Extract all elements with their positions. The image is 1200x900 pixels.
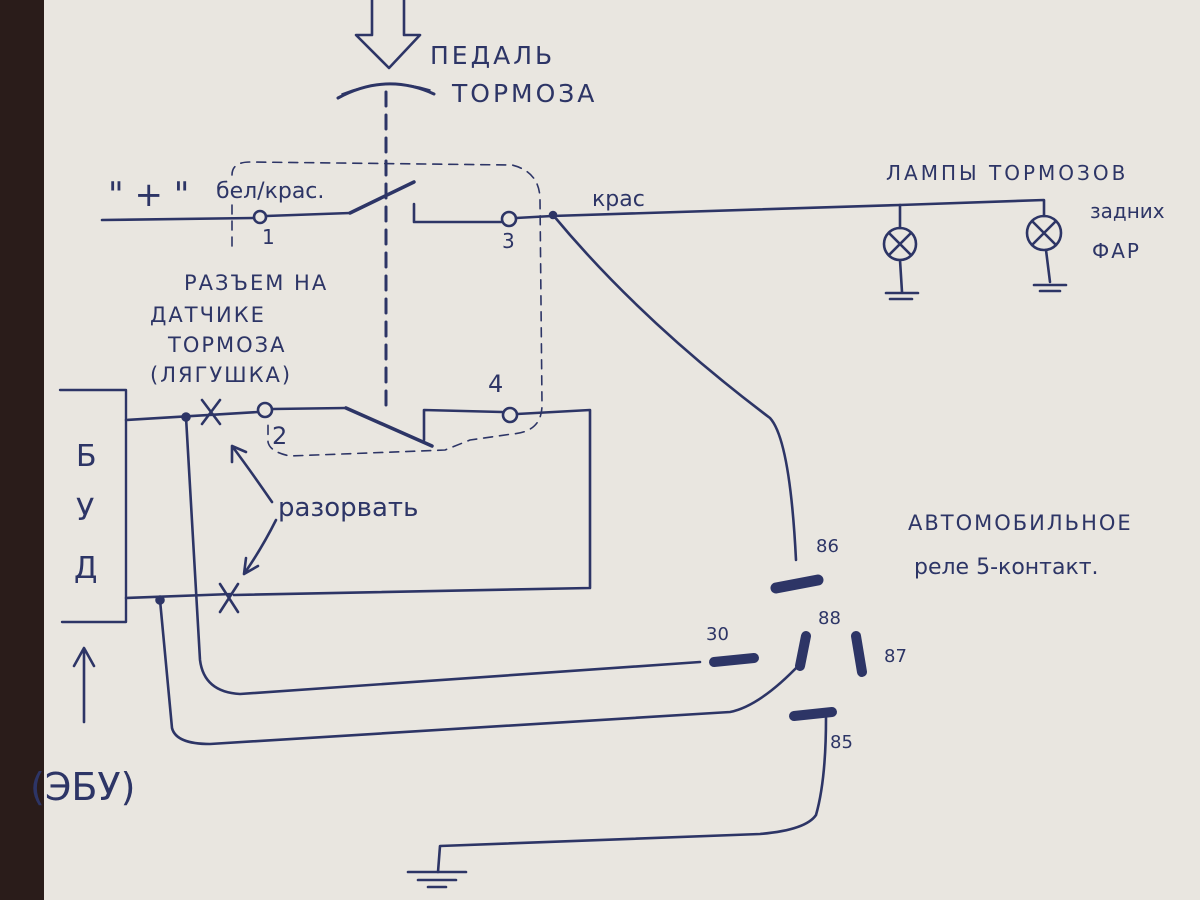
break-arrow-bottom [242,518,278,576]
wire-to-relay-88 [158,598,802,746]
ecu-arrow [72,646,96,724]
bud-letter-b: Б [76,439,97,474]
ground-symbol [406,870,468,889]
lamps-title: ЛАМПЫ ТОРМОЗОВ [886,161,1128,185]
bud-letter-d: Д [74,551,97,586]
relay-85-ground-wire [436,716,828,874]
lamps-wire-to-lamp-2 [898,198,1046,218]
relay-title-line1: АВТОМОБИЛЬНОЕ [908,511,1133,535]
pin-4-return-loop [232,408,592,597]
pin-3-label: 3 [502,229,515,253]
pin-2-to-switch-wire [270,406,348,411]
relay-87-label: 87 [884,646,907,667]
pin-1-to-switch-wire [264,211,352,218]
pedal-label-line2: ТОРМОЗА [451,79,597,108]
connector-label-line4: (ЛЯГУШКА) [150,363,292,387]
plus-supply-wire [100,216,256,222]
break-mark-top [200,398,222,426]
bud-bracket [58,388,128,624]
connector-label-line2: ДАТЧИКЕ [150,303,266,327]
pedal-arrow [354,0,422,70]
bud-bottom-wire [124,592,234,600]
bud-to-pin-2-wire [124,410,260,422]
lamps-sub1: задних [1090,199,1165,223]
lamp-2-symbol [1025,214,1063,252]
pin-2-label: 2 [272,422,287,450]
lamp-1-cross [887,231,913,257]
sensor-housing-outline [231,161,543,457]
pedal-label-line1: ПЕДАЛЬ [430,41,555,70]
relay-title-line2: реле 5-контакт. [914,555,1099,580]
break-arrow-top [230,444,274,504]
relay-pin-85 [789,707,837,721]
top-switch-contact [412,202,503,224]
relay-pin-30 [709,653,759,667]
wire-to-relay-30 [184,415,702,696]
bottom-switch-blade [344,406,434,448]
break-note: разорвать [278,493,418,523]
connector-label-line3: ТОРМОЗА [167,333,287,357]
wire-white-red-label: бел/крас. [216,179,324,204]
relay-coil-86-wire [551,213,798,562]
break-mark-bottom [218,582,240,614]
lamp-2-ground [1032,248,1068,293]
pedal-arc-inner [341,83,431,95]
pin-1-label: 1 [262,225,275,249]
relay-pin-86 [770,574,824,594]
bud-letter-u: У [76,493,94,528]
ecu-label: (ЭБУ) [30,765,135,809]
pin-4-label: 4 [488,370,503,398]
lamp-2-cross [1030,219,1058,247]
lamp-1-ground [884,258,920,301]
paper-sheet [44,0,1200,900]
wire-red-label: крас [592,187,645,212]
relay-30-label: 30 [706,624,729,645]
relay-86-label: 86 [816,536,839,557]
relay-pin-88 [795,631,811,671]
lamps-sub2: ФАР [1092,239,1141,263]
relay-88-label: 88 [818,608,841,629]
relay-pin-87 [851,631,867,677]
bottom-switch-contact [422,408,504,442]
connector-label-line1: РАЗЪЕМ НА [184,271,328,295]
relay-85-label: 85 [830,732,853,753]
plus-label: " + " [108,175,189,215]
top-switch-blade [348,180,416,215]
